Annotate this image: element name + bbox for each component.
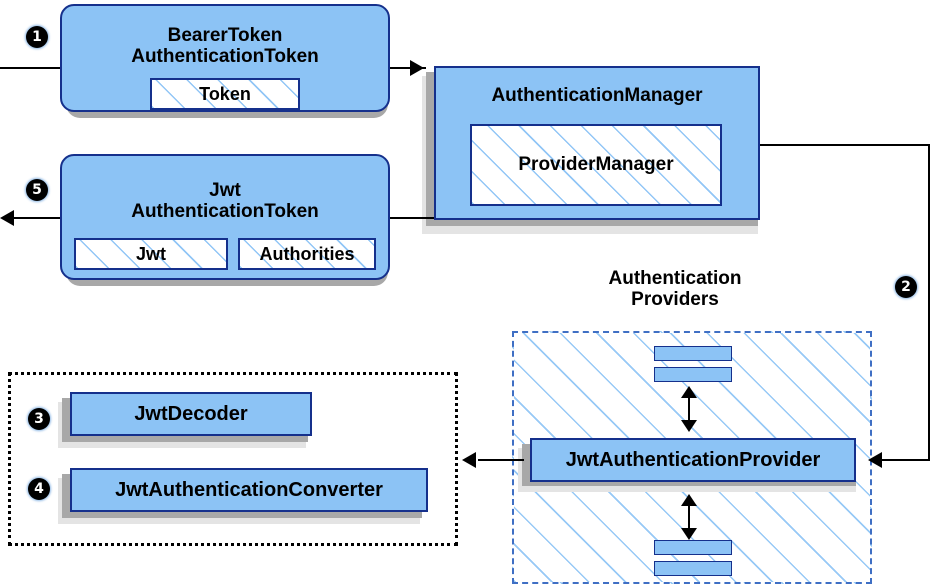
provider-bar-bottom-1: [654, 540, 732, 555]
authentication-providers-label: Authentication Providers: [608, 268, 742, 311]
step-badge-4: 4: [28, 478, 50, 500]
provider-bar-top-1: [654, 346, 732, 361]
step-badge-5: 5: [26, 179, 48, 201]
arrowhead-provider-down-top: [681, 420, 697, 432]
arrowhead-to-manager: [410, 60, 424, 76]
jwt-authentication-provider-box: JwtAuthenticationProvider: [530, 438, 856, 482]
arrowhead-into-provider: [868, 452, 882, 468]
arrowhead-provider-up: [681, 386, 697, 398]
connector-provider-down: [688, 500, 690, 534]
connector-manager-down: [928, 144, 930, 460]
connector-provider-up: [688, 392, 690, 426]
jwt-authentication-converter-box: JwtAuthenticationConverter: [70, 468, 428, 512]
connector-provider-to-components: [478, 459, 524, 461]
step-badge-1: 1: [26, 26, 48, 48]
connector-result-out: [14, 217, 74, 219]
provider-manager-label: ProviderManager: [518, 154, 674, 175]
jwt-token-inner-authorities-box: Authorities: [238, 238, 376, 270]
bearer-token-inner-label: Token: [199, 83, 251, 104]
provider-bar-bottom-2: [654, 561, 732, 576]
bearer-token-title: BearerToken AuthenticationToken: [131, 25, 319, 67]
bearer-token-inner-token-box: Token: [150, 78, 300, 110]
step-badge-2: 2: [895, 276, 917, 298]
connector-into-provider: [872, 459, 930, 461]
provider-manager-box: ProviderManager: [470, 124, 722, 206]
connector-token-to-manager: [388, 67, 426, 69]
jwt-components-container: [8, 372, 458, 546]
connector-manager-right: [758, 144, 930, 146]
jwt-authentication-converter-label: JwtAuthenticationConverter: [115, 478, 383, 501]
step-badge-3: 3: [28, 408, 50, 430]
jwt-decoder-label: JwtDecoder: [134, 402, 248, 425]
jwt-token-inner-jwt-box: Jwt: [74, 238, 228, 270]
arrowhead-result-out: [0, 210, 14, 226]
jwt-token-inner-authorities-label: Authorities: [259, 243, 355, 264]
arrowhead-provider-up-bottom: [681, 494, 697, 506]
connector-request-in: [0, 67, 72, 69]
connector-manager-to-result: [388, 217, 434, 219]
arrowhead-provider-down: [681, 528, 697, 540]
jwt-token-inner-jwt-label: Jwt: [135, 243, 166, 264]
jwt-token-title: Jwt AuthenticationToken: [131, 180, 319, 222]
provider-bar-top-2: [654, 367, 732, 382]
jwt-decoder-box: JwtDecoder: [70, 392, 312, 436]
jwt-authentication-provider-label: JwtAuthenticationProvider: [565, 448, 821, 471]
arrowhead-to-components: [462, 452, 476, 468]
authentication-manager-title: AuthenticationManager: [491, 84, 703, 106]
